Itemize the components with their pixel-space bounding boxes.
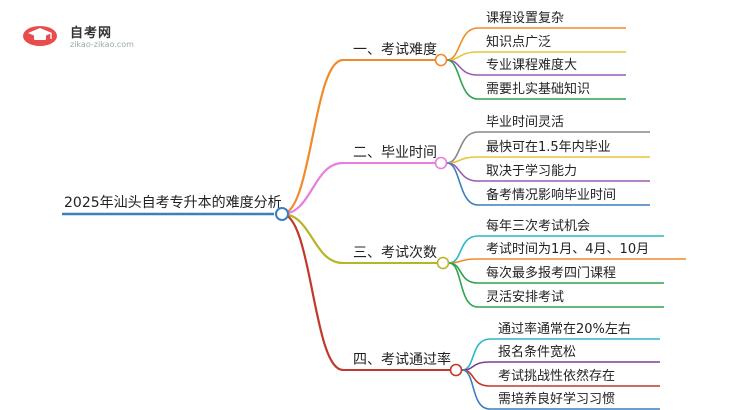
branch-label: 三、考试次数 bbox=[353, 245, 437, 261]
leaf-label: 通过率通常在20%左右 bbox=[498, 321, 631, 337]
leaf-label: 考试挑战性依然存在 bbox=[498, 368, 615, 384]
leaf-label: 知识点广泛 bbox=[486, 34, 551, 50]
leaf-label: 灵活安排考试 bbox=[486, 290, 564, 305]
branch-node bbox=[434, 156, 448, 170]
leaf-label: 报名条件宽松 bbox=[498, 344, 576, 360]
root-label: 2025年汕头自考专升本的难度分析 bbox=[64, 195, 282, 211]
graduation-cap-icon bbox=[23, 26, 57, 46]
root-branch-connector bbox=[281, 58, 344, 216]
branch-leaf-connector bbox=[446, 131, 479, 164]
branch-label: 一、考试难度 bbox=[353, 42, 437, 58]
branch-leaf-connector bbox=[446, 162, 479, 206]
branch-leaf-connector bbox=[446, 51, 479, 61]
leaf-label: 需要扎实基础知识 bbox=[486, 81, 590, 97]
leaf-label: 毕业时间灵活 bbox=[486, 115, 564, 130]
branch-label: 四、考试通过率 bbox=[353, 351, 451, 368]
branch-leaf-connector bbox=[446, 156, 479, 164]
branch-node bbox=[449, 363, 463, 377]
branch-label: 二、毕业时间 bbox=[353, 145, 437, 161]
root-branch-connector bbox=[281, 161, 344, 216]
branch-leaf-connector bbox=[448, 262, 479, 308]
leaf-label: 需培养良好学习习惯 bbox=[498, 391, 615, 407]
root-branch-connector bbox=[281, 212, 344, 372]
branch-leaf-connector bbox=[448, 262, 479, 284]
leaf-label: 取决于学习能力 bbox=[486, 163, 577, 179]
leaf-label: 备考情况影响毕业时间 bbox=[486, 187, 616, 203]
leaf-label: 最快可在1.5年内毕业 bbox=[486, 139, 611, 155]
leaf-label: 课程设置复杂 bbox=[486, 11, 564, 26]
branch-node bbox=[436, 256, 450, 270]
root-node bbox=[275, 207, 289, 221]
leaf-label: 每次最多报考四门课程 bbox=[486, 265, 616, 281]
branch-leaf-connector bbox=[461, 361, 491, 371]
branch-node bbox=[434, 53, 448, 67]
logo-url: zikao-zikao.com bbox=[70, 40, 134, 49]
leaf-label: 考试时间为1月、4月、10月 bbox=[486, 242, 649, 257]
leaf-label: 专业课程难度大 bbox=[486, 57, 577, 73]
root-branch-connector bbox=[281, 212, 344, 265]
logo-name: 自考网 bbox=[70, 26, 113, 41]
branch-leaf-connector bbox=[461, 369, 491, 410]
site-logo: 自考网 zikao-zikao.com bbox=[20, 20, 160, 50]
branch-leaf-connector bbox=[446, 59, 479, 100]
leaf-label: 每年三次考试机会 bbox=[486, 218, 590, 234]
